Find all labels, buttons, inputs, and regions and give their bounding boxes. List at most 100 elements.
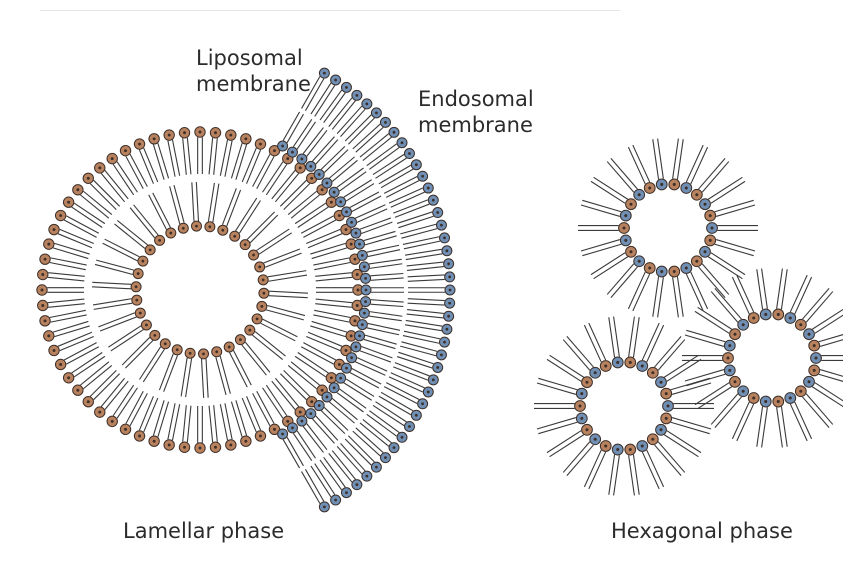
lipid-tail: [303, 343, 335, 360]
lipid-head-dot: [259, 435, 262, 438]
lipid-tail: [122, 337, 150, 365]
lipid-head-dot: [443, 341, 446, 344]
lipid-tail: [267, 306, 305, 316]
lipid-tail: [633, 317, 639, 357]
lipid-head-dot: [145, 324, 148, 327]
lipid-tail: [114, 224, 144, 248]
lipid-head-dot: [168, 444, 171, 447]
lipid-tail: [312, 321, 347, 332]
lipid-head-dot: [310, 400, 313, 403]
lipid-head-dot: [641, 364, 644, 367]
lipid-tail: [537, 418, 576, 429]
lipid-tail: [140, 347, 161, 380]
lipid-head-dot: [585, 428, 588, 431]
lipid-tail: [64, 220, 96, 237]
lipid-tail: [250, 215, 278, 243]
lipid-tail: [312, 248, 347, 259]
lipid-head-dot: [350, 356, 353, 359]
lipid-head-dot: [660, 183, 663, 186]
lipid-head-dot: [447, 315, 450, 318]
lipid-head-dot: [214, 446, 217, 449]
lipid-tail: [404, 241, 440, 249]
lipid-tail: [324, 150, 348, 173]
lipid-tail: [105, 239, 140, 257]
lipid-head-dot: [256, 318, 259, 321]
lipid-head-dot: [334, 79, 337, 82]
lipid-head-dot: [408, 152, 411, 155]
lipid-head-dot: [310, 177, 313, 180]
lipid-head-dot: [384, 456, 387, 459]
lipid-tail: [117, 388, 137, 419]
lipid-head-dot: [248, 329, 251, 332]
lipid-tail: [346, 184, 374, 202]
lipid-head-dot: [260, 305, 263, 308]
liposomal-membrane-label: Liposomal membrane: [196, 46, 311, 97]
lipid-tail: [329, 402, 354, 423]
lipid-head-dot: [326, 396, 329, 399]
lipid-tail: [111, 330, 144, 351]
lipid-tail: [567, 445, 594, 476]
lipid-head-dot: [752, 397, 755, 400]
lipid-tail: [673, 277, 679, 317]
endosomal-label-line1: Endosomal: [418, 87, 534, 113]
lipid-tail: [48, 304, 85, 308]
lipid-tail: [408, 275, 445, 277]
lipid-head-dot: [135, 285, 138, 288]
lipid-tail: [581, 240, 620, 251]
lipid-tail: [263, 388, 283, 419]
lipid-head-dot: [709, 214, 712, 217]
lipid-head-dot: [228, 346, 231, 349]
lipid-tail: [72, 353, 103, 373]
lipid-tail: [591, 181, 625, 203]
lipid-head-dot: [365, 289, 368, 292]
lipid-head-dot: [59, 214, 62, 217]
lipid-tail: [253, 154, 270, 186]
lipid-tail: [214, 138, 218, 175]
lipid-tail: [315, 273, 352, 277]
lipid-head-dot: [808, 380, 811, 383]
lipid-head-dot: [799, 323, 802, 326]
lipid-head-dot: [629, 250, 632, 253]
lipid-head-dot: [789, 316, 792, 319]
lipid-tail: [757, 407, 763, 447]
lipid-tail: [66, 216, 98, 233]
lipid-tail: [353, 124, 380, 149]
lipid-head-dot: [273, 149, 276, 152]
lipid-tail: [158, 143, 169, 178]
lipid-head-dot: [704, 203, 707, 206]
lipid-tail: [384, 176, 417, 193]
lipid-tail: [266, 164, 286, 195]
lipid-head-dot: [199, 447, 202, 450]
lipid-head-dot: [813, 344, 816, 347]
lipid-tail: [567, 336, 594, 367]
lipid-tail: [407, 310, 444, 314]
lipid-tail: [297, 122, 315, 149]
lipid-tail: [762, 269, 768, 309]
lipid-head-dot: [345, 86, 348, 89]
lipid-tail: [777, 269, 783, 309]
lipid-head-dot: [281, 433, 284, 436]
lipid-tail: [806, 292, 833, 323]
lipid-head-dot: [710, 226, 713, 229]
lipid-head-dot: [291, 426, 294, 429]
lipid-head-dot: [355, 483, 358, 486]
lipid-tail: [371, 300, 404, 302]
lipid-tail: [365, 236, 397, 245]
lipid-head-dot: [436, 366, 439, 369]
lipid-head-dot: [580, 392, 583, 395]
lipid-head-dot: [215, 350, 218, 353]
lipid-tail: [261, 323, 296, 341]
lipid-tail: [231, 143, 242, 178]
lipid-tail: [538, 422, 577, 433]
lipid-head-dot: [616, 361, 619, 364]
lipid-tail: [629, 317, 635, 357]
lipid-tail: [269, 291, 308, 293]
lipid-tail: [360, 134, 389, 157]
lipid-head-dot: [182, 227, 185, 230]
lipid-tail: [344, 180, 372, 198]
lipid-head-dot: [199, 131, 202, 134]
lipid-tail: [332, 101, 355, 130]
lipid-head-dot: [421, 175, 424, 178]
lipid-head-dot: [137, 272, 140, 275]
lipid-head-dot: [47, 243, 50, 246]
